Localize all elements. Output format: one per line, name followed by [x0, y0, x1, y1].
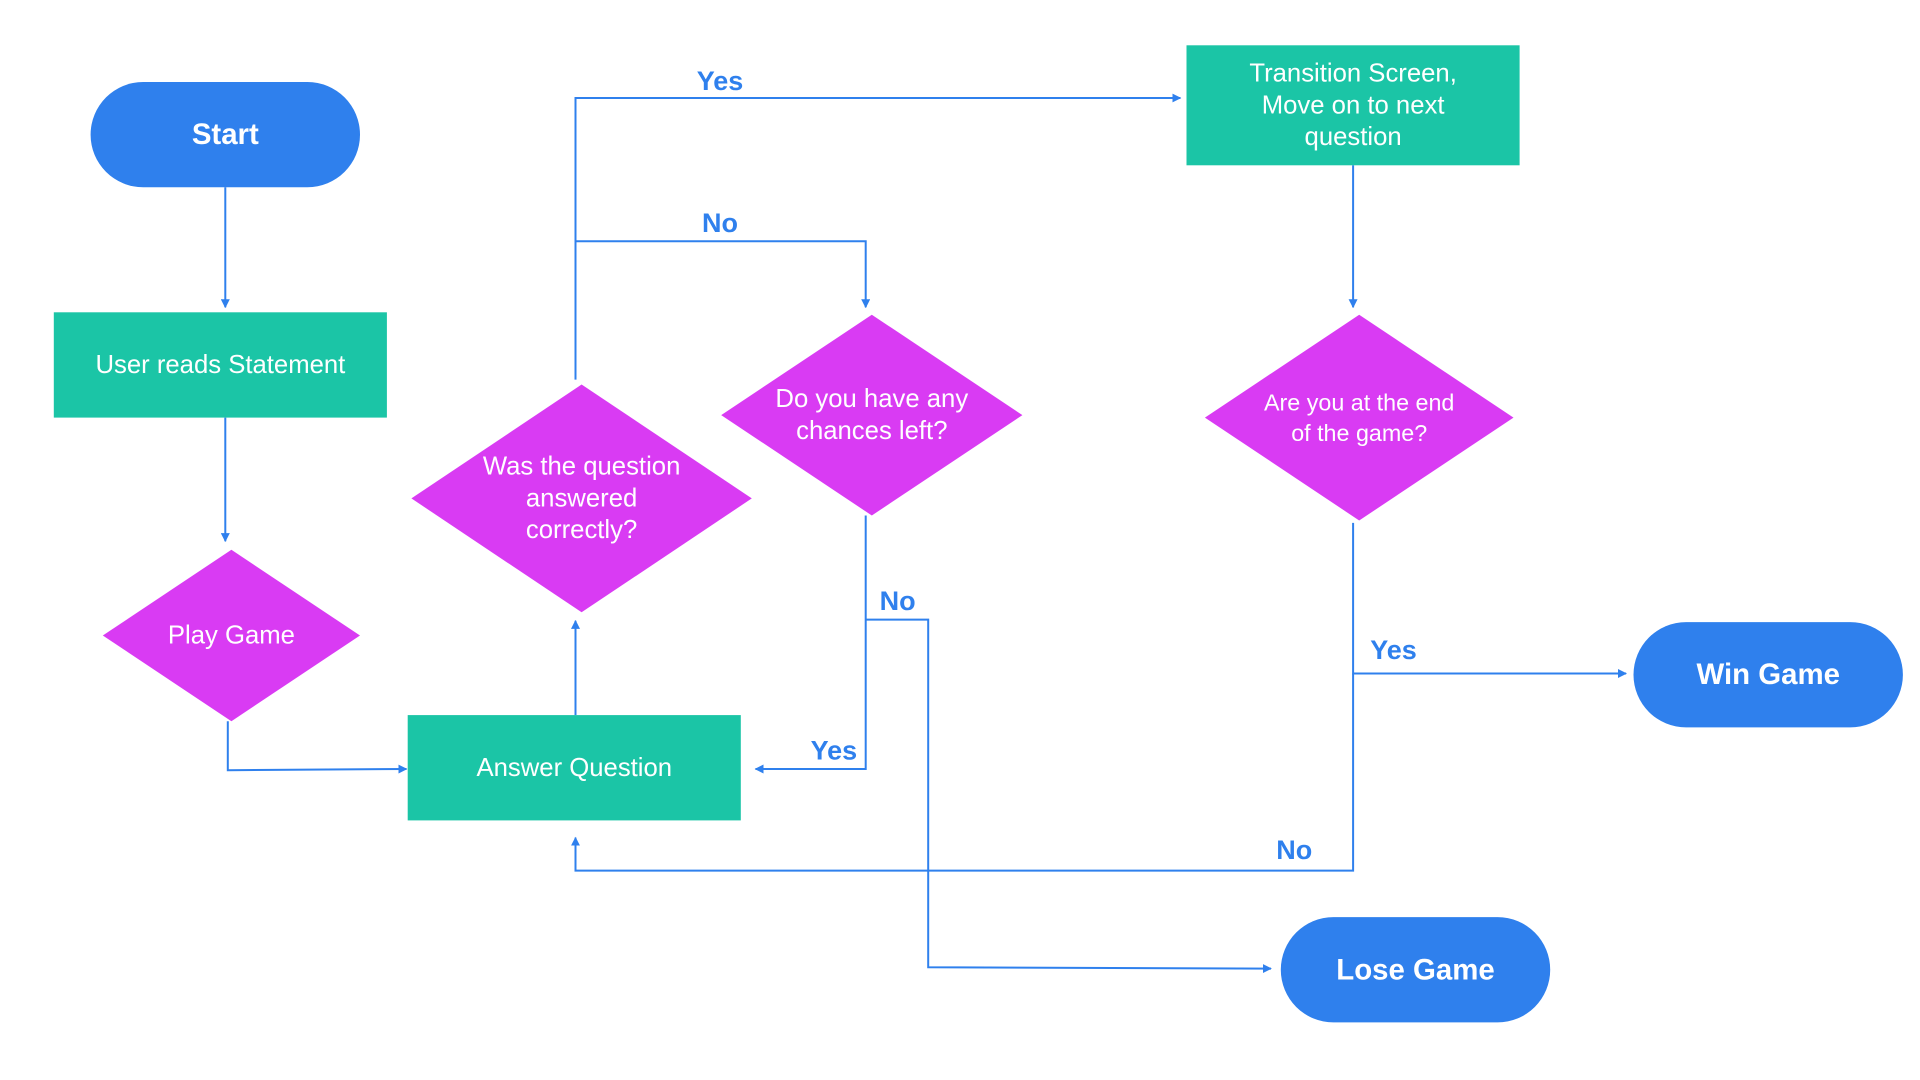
transition-label: Transition Screen, Move on to next questio…	[1249, 60, 1457, 152]
play-game-label: Play Game	[168, 622, 295, 650]
answer-question-label-line: Answer Question	[476, 754, 672, 782]
end-of-game-node: Are you at the end of the game?	[1204, 314, 1514, 521]
edge-label-no-correct-no-to-chances: No	[702, 208, 738, 238]
chances-left-label-line: Do you have any	[775, 385, 968, 413]
end-of-game-decision-shape	[1204, 314, 1514, 521]
chances-left-label-line: chances left?	[796, 417, 947, 445]
connector-chances-yes-to-answer	[754, 515, 867, 774]
win-game-label-line: Win Game	[1696, 658, 1839, 691]
connector-play-to-answer	[226, 721, 408, 774]
lose-game-label-line: Lose Game	[1336, 953, 1494, 986]
connector-correct-yes-to-transition	[574, 93, 1182, 380]
start-terminal-shape	[90, 82, 360, 188]
play-game-label-line: Play Game	[168, 622, 295, 650]
win-game-terminal-shape	[1633, 622, 1903, 728]
end-of-game-label-line: Are you at the end	[1264, 389, 1454, 415]
was-correct-label-line: Was the question	[483, 453, 681, 481]
transition-label-line: Move on to next	[1262, 91, 1445, 119]
connector-correct-no-to-chances	[575, 240, 871, 309]
edges-layer	[220, 93, 1627, 974]
connector-chances-no-to-lose	[865, 618, 1272, 974]
was-correct-decision-shape	[411, 384, 752, 613]
end-of-game-label-line: of the game?	[1291, 420, 1427, 446]
win-game-node: Win Game	[1633, 622, 1903, 728]
play-game-node: Play Game	[102, 549, 361, 722]
user-reads-process-shape	[53, 312, 387, 418]
chances-left-decision-shape	[721, 314, 1023, 516]
start-label-line: Start	[192, 118, 259, 151]
edge-label-yes-chances-yes-to-answer: Yes	[811, 736, 858, 766]
edge-label-yes-correct-yes-to-transition: Yes	[697, 66, 744, 96]
answer-question-node: Answer Question	[407, 715, 741, 821]
lose-game-node: Lose Game	[1280, 917, 1551, 1023]
was-correct-node: Was the question answered correctly?	[411, 384, 752, 613]
lose-game-terminal-shape	[1280, 917, 1551, 1023]
user-reads-label: User reads Statement	[95, 351, 345, 379]
transition-label-line: question	[1305, 123, 1402, 151]
chances-left-label: Do you have any chances left?	[775, 385, 968, 445]
was-correct-label-line: answered	[526, 484, 637, 512]
chances-left-node: Do you have any chances left?	[721, 314, 1023, 516]
was-correct-label: Was the question answered correctly?	[483, 453, 681, 545]
transition-process-shape	[1186, 45, 1520, 166]
play-game-decision-shape	[102, 549, 361, 722]
edge-label-no-chances-no-to-lose: No	[880, 586, 916, 616]
start-label: Start	[192, 118, 259, 151]
user-reads-node: User reads Statement	[53, 312, 387, 418]
user-reads-label-line: User reads Statement	[95, 351, 345, 379]
answer-question-label: Answer Question	[476, 754, 672, 782]
answer-question-process-shape	[407, 715, 741, 821]
start-node: Start	[90, 82, 360, 188]
was-correct-label-line: correctly?	[526, 516, 637, 544]
end-of-game-label: Are you at the end of the game?	[1264, 389, 1454, 446]
lose-game-label: Lose Game	[1336, 953, 1494, 986]
connector-end-no-to-answer	[571, 673, 1355, 872]
transition-node: Transition Screen, Move on to next questio…	[1186, 45, 1520, 166]
edge-label-yes-end-yes-to-win: Yes	[1370, 635, 1417, 665]
edge-label-no-end-no-to-answer: No	[1276, 835, 1312, 865]
win-game-label: Win Game	[1696, 658, 1839, 691]
transition-label-line: Transition Screen,	[1249, 60, 1457, 88]
